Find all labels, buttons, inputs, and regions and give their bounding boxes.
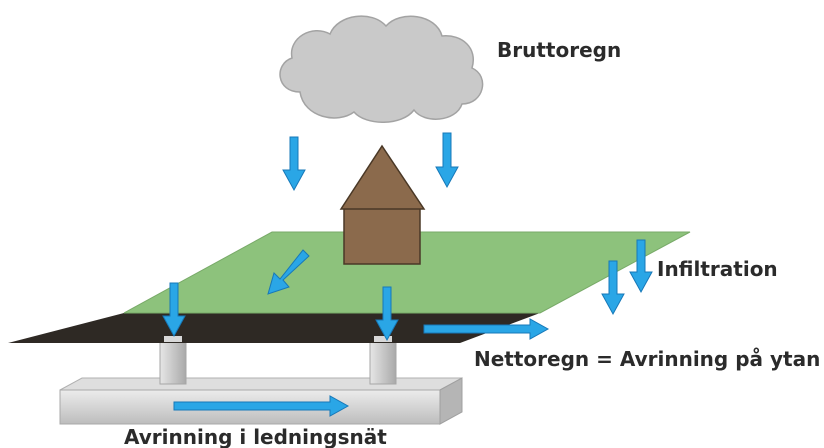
arrow-diagonal-icon	[267, 249, 310, 295]
house-icon	[339, 144, 426, 265]
label-infiltration: Infiltration	[657, 257, 778, 281]
pipe-network	[59, 339, 463, 425]
asphalt-surface	[8, 313, 540, 343]
label-net-rain: Nettoregn = Avrinning på ytan	[474, 347, 820, 371]
drain-inlet-left	[164, 336, 182, 342]
arrow-down-icon	[162, 282, 186, 338]
arrow-down-icon	[435, 132, 459, 189]
pipe-riser-right	[369, 339, 397, 385]
pipe-top-face	[59, 377, 463, 391]
drain-inlet-right	[374, 336, 392, 342]
pipe-riser-left	[159, 339, 187, 385]
arrow-down-icon	[629, 239, 653, 294]
arrow-down-icon	[601, 260, 625, 316]
label-pipe-runoff: Avrinning i ledningsnät	[124, 425, 387, 448]
house-wall	[343, 207, 421, 265]
label-gross-rain: Bruttoregn	[497, 38, 621, 62]
arrow-down-icon	[282, 136, 306, 192]
arrow-down-icon	[375, 286, 399, 342]
grass-surface	[123, 231, 691, 314]
arrow-right-icon	[423, 318, 550, 340]
cloud-icon	[279, 15, 484, 123]
rain-arrows	[162, 132, 653, 417]
pipe-end-face	[439, 377, 463, 425]
arrow-right-icon	[173, 395, 350, 417]
house-roof	[339, 144, 426, 210]
